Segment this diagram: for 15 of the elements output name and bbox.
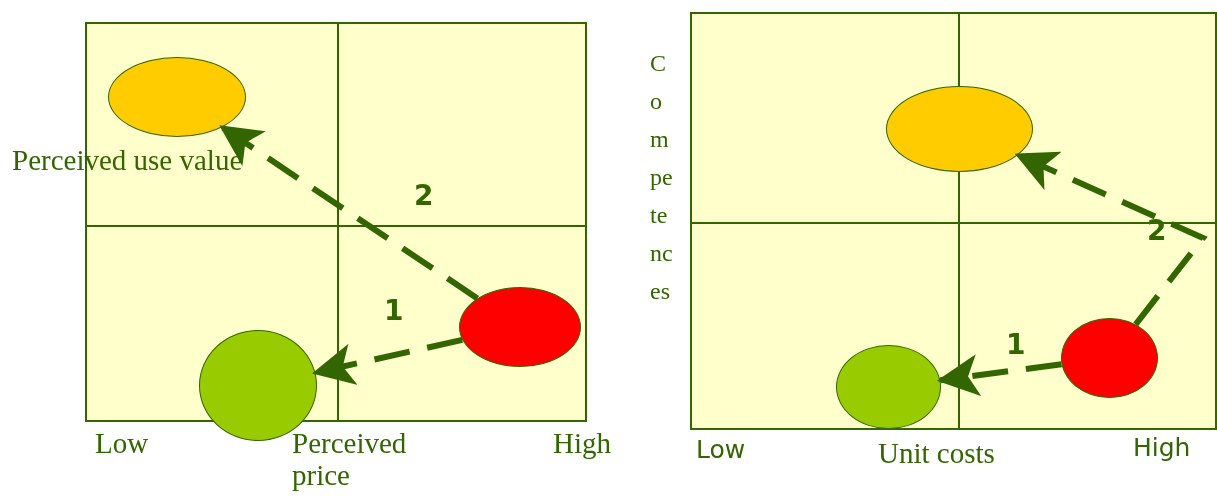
dashed-arrow — [219, 124, 480, 301]
axis-label: High — [553, 428, 611, 460]
axis-label: Perceived price — [292, 428, 408, 492]
edge-label: 1 — [384, 297, 404, 325]
dashed-arrow — [936, 354, 1062, 396]
axis-label: Competences — [650, 49, 674, 306]
quadrant-panel — [690, 12, 1217, 430]
axis-label: High — [1133, 434, 1191, 462]
axis-label: Low — [95, 428, 149, 460]
edge-label: 2 — [414, 182, 434, 210]
dashed-arrow — [312, 336, 463, 385]
edge-label: 1 — [1006, 331, 1026, 359]
axis-label: Unit costs — [878, 438, 995, 470]
axis-label: Low — [696, 436, 746, 464]
dashed-arrow — [1014, 151, 1208, 327]
